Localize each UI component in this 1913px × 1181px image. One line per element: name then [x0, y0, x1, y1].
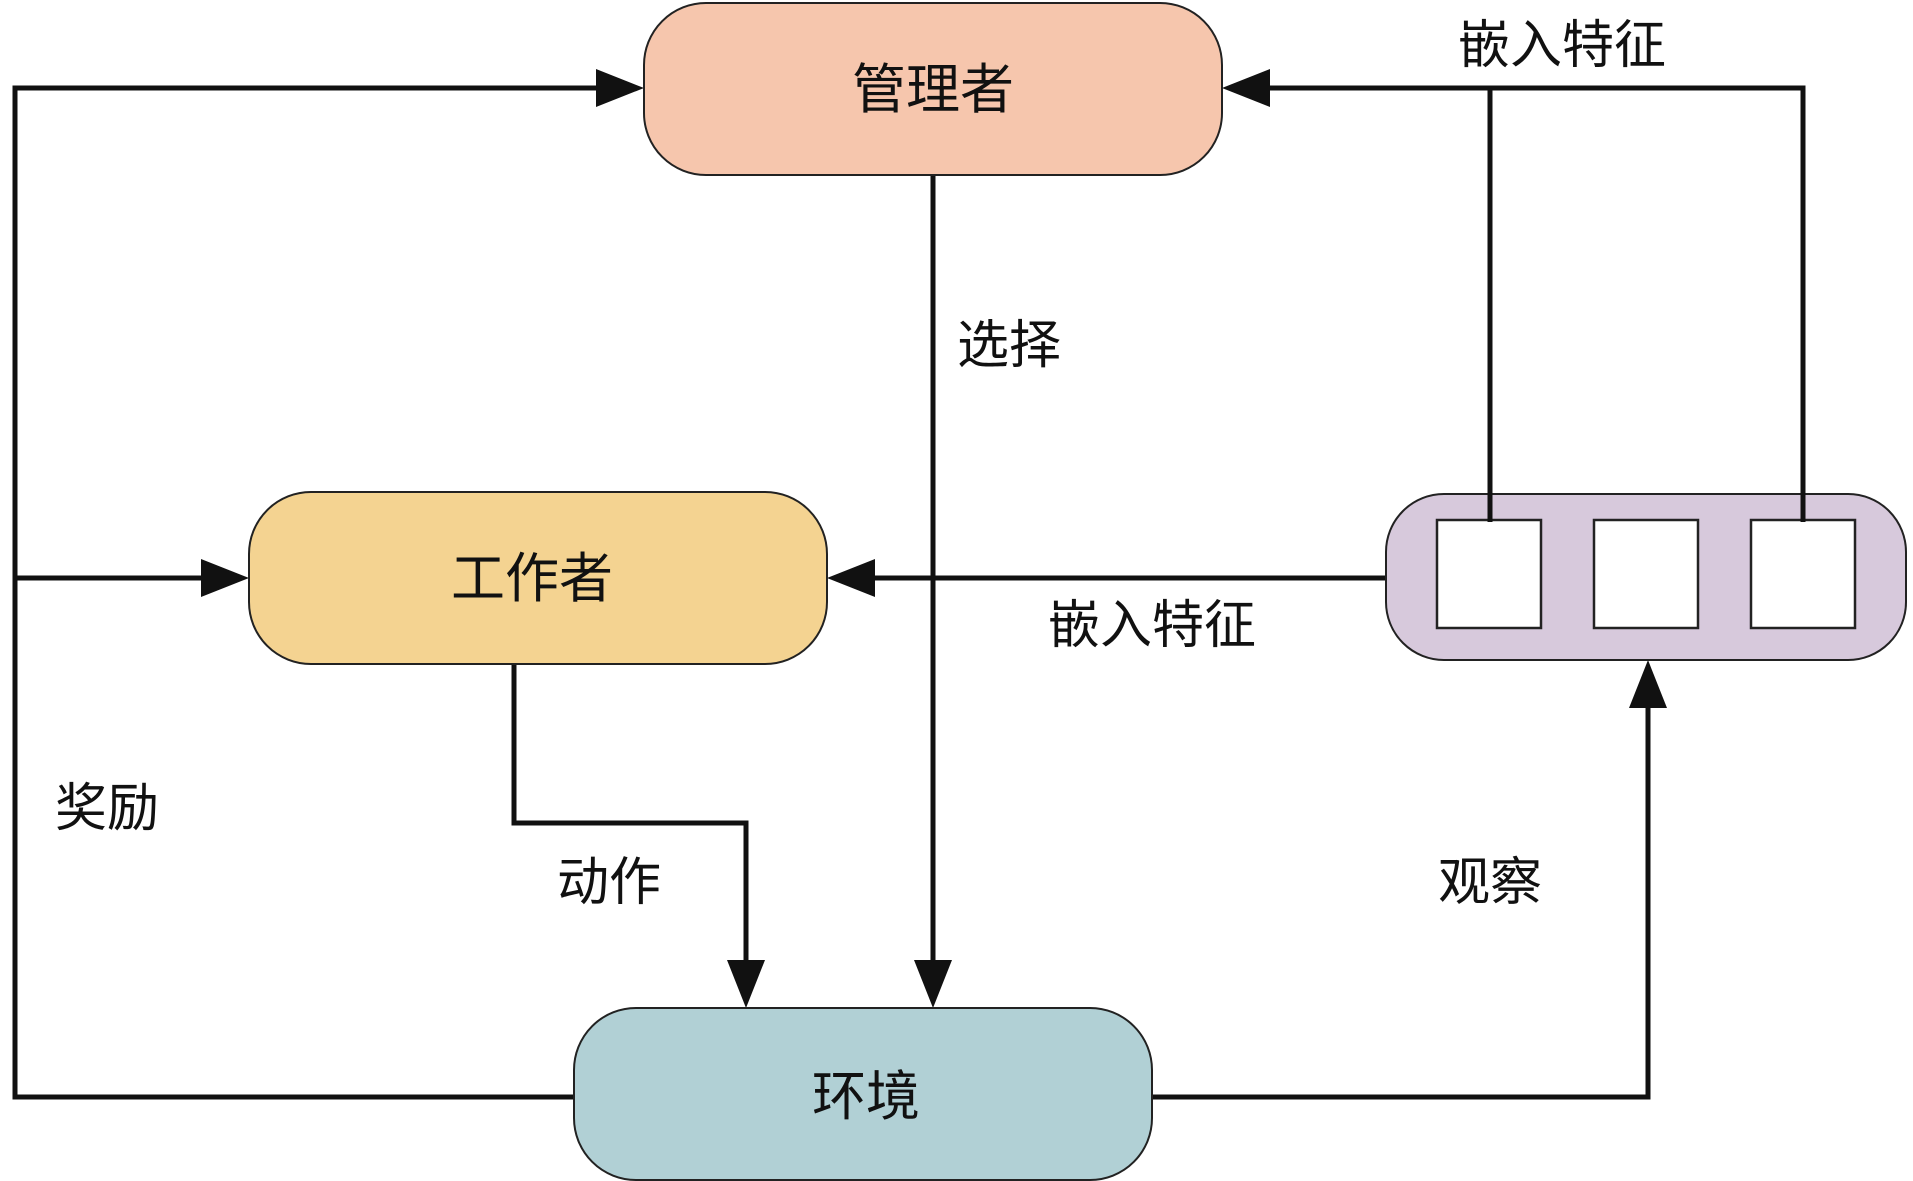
observation-cell [1749, 518, 1857, 630]
reward-label: 奖励 [55, 779, 159, 839]
action-label: 动作 [557, 853, 661, 913]
worker-node [248, 491, 828, 665]
observe-arrowhead [1629, 660, 1667, 708]
observation-cell [1435, 518, 1543, 630]
reward-edge-to-manager [12, 85, 600, 1100]
reward-arrowhead-worker [201, 559, 249, 597]
environment-label: 环境 [812, 1065, 920, 1128]
select-label: 选择 [957, 316, 1061, 376]
embed-arrowhead-worker [827, 559, 875, 597]
embed-to-worker-label: 嵌入特征 [1048, 596, 1256, 656]
embed-edge-to-manager [1268, 85, 1806, 522]
worker-label: 工作者 [451, 547, 613, 610]
observe-edge [1152, 705, 1651, 1100]
reward-arrowhead-manager [596, 69, 644, 107]
action-arrowhead [727, 960, 765, 1008]
embed-stub [1487, 88, 1806, 522]
observe-label: 观察 [1438, 853, 1542, 913]
select-arrowhead [914, 960, 952, 1008]
environment-node [573, 1007, 1153, 1181]
manager-label: 管理者 [852, 58, 1014, 121]
embed-to-manager-label: 嵌入特征 [1458, 16, 1666, 76]
manager-node [643, 2, 1223, 176]
action-edge [511, 662, 749, 963]
embed-arrowhead-manager [1222, 69, 1270, 107]
observation-cell [1592, 518, 1700, 630]
